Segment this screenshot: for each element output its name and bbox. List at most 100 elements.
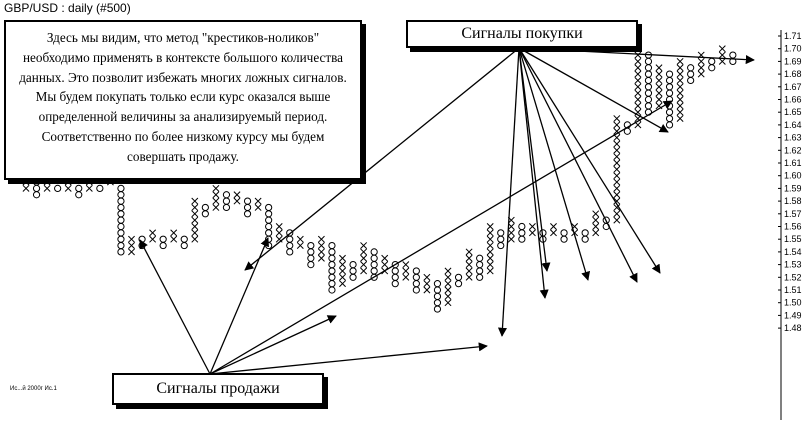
o-mark (307, 248, 315, 256)
y-tick-label: 1.65 (784, 107, 802, 117)
o-mark (180, 235, 188, 243)
x-mark (212, 197, 220, 205)
y-tick-label: 1.58 (784, 196, 802, 206)
x-mark (339, 261, 346, 269)
x-mark (634, 51, 642, 59)
o-mark (518, 222, 526, 231)
sell-signal-arrow (139, 239, 211, 375)
o-mark (328, 267, 336, 275)
x-mark (275, 235, 283, 243)
o-mark (117, 248, 125, 256)
x-mark (212, 191, 220, 199)
o-mark (32, 191, 41, 199)
x-mark (275, 229, 283, 237)
o-mark (687, 76, 695, 85)
x-mark (634, 70, 642, 78)
x-mark (339, 254, 346, 262)
x-mark (613, 184, 621, 192)
o-mark (159, 241, 167, 250)
x-mark (613, 191, 621, 199)
y-tick-label: 1.60 (784, 171, 802, 181)
o-mark (687, 70, 695, 78)
x-mark (296, 235, 304, 243)
sell-signal-arrow (209, 237, 269, 375)
x-mark (718, 45, 726, 53)
x-mark (697, 57, 705, 65)
y-tick-label: 1.50 (784, 298, 802, 308)
sell-signal-arrow (209, 100, 673, 375)
o-mark (138, 235, 146, 243)
note-text: Здесь мы видим, что метод "крестиков-нол… (19, 30, 347, 164)
x-mark (718, 57, 726, 65)
x-mark (571, 229, 579, 237)
x-mark (486, 248, 494, 256)
x-mark (444, 286, 452, 294)
o-mark (117, 210, 125, 218)
o-mark (349, 261, 357, 269)
x-mark (613, 115, 621, 123)
y-tick-label: 1.62 (784, 145, 802, 155)
o-mark (328, 248, 336, 256)
x-mark (339, 280, 346, 288)
y-tick-label: 1.53 (784, 260, 802, 270)
x-mark (444, 267, 452, 275)
o-mark (518, 229, 526, 237)
o-mark (391, 261, 399, 269)
o-mark (180, 241, 188, 250)
o-mark (117, 184, 125, 192)
sell-signals-label: Сигналы продажи (112, 373, 324, 405)
o-mark (665, 102, 674, 110)
o-mark (623, 121, 631, 129)
x-mark (360, 261, 368, 269)
y-tick-label: 1.67 (784, 82, 802, 92)
o-mark (370, 261, 378, 269)
x-mark (697, 51, 705, 59)
y-tick-label: 1.51 (784, 285, 802, 295)
o-mark (328, 280, 336, 288)
o-mark (286, 241, 294, 250)
x-mark (149, 229, 157, 237)
x-mark (486, 267, 494, 275)
x-mark (43, 184, 51, 192)
o-mark (476, 273, 484, 281)
o-mark (665, 83, 674, 91)
x-mark (550, 223, 557, 230)
y-tick-label: 1.71 (784, 31, 802, 41)
x-mark (191, 229, 199, 237)
note-callout: Здесь мы видим, что метод "крестиков-нол… (4, 20, 362, 180)
x-mark (592, 210, 600, 218)
x-mark (402, 273, 410, 281)
x-mark (634, 96, 642, 103)
o-mark (644, 70, 653, 78)
o-mark (265, 210, 273, 218)
x-mark (634, 115, 642, 123)
o-mark (286, 235, 294, 243)
o-mark (265, 229, 273, 237)
x-mark (676, 96, 684, 103)
x-mark (507, 235, 515, 243)
x-mark (128, 235, 135, 243)
x-mark (465, 267, 473, 275)
o-mark (307, 261, 315, 269)
x-mark (296, 242, 304, 250)
x-mark (360, 242, 368, 250)
buy-signal-arrow (497, 47, 520, 337)
x-mark (317, 248, 325, 256)
o-mark (117, 241, 125, 250)
x-mark (613, 146, 621, 154)
x-mark (634, 102, 642, 110)
source-caption: Ис...й 2000г Ис.1 (10, 386, 57, 392)
o-mark (644, 76, 653, 85)
y-tick-label: 1.49 (784, 310, 802, 320)
o-mark (54, 184, 62, 192)
o-mark (665, 108, 674, 116)
o-mark (433, 280, 442, 288)
o-mark (243, 203, 252, 212)
x-mark (170, 229, 178, 237)
x-mark (339, 267, 346, 275)
o-mark (75, 191, 83, 199)
o-mark (433, 286, 442, 294)
o-mark (117, 216, 125, 224)
x-mark (486, 223, 494, 230)
buy-signal-arrow (518, 47, 591, 281)
